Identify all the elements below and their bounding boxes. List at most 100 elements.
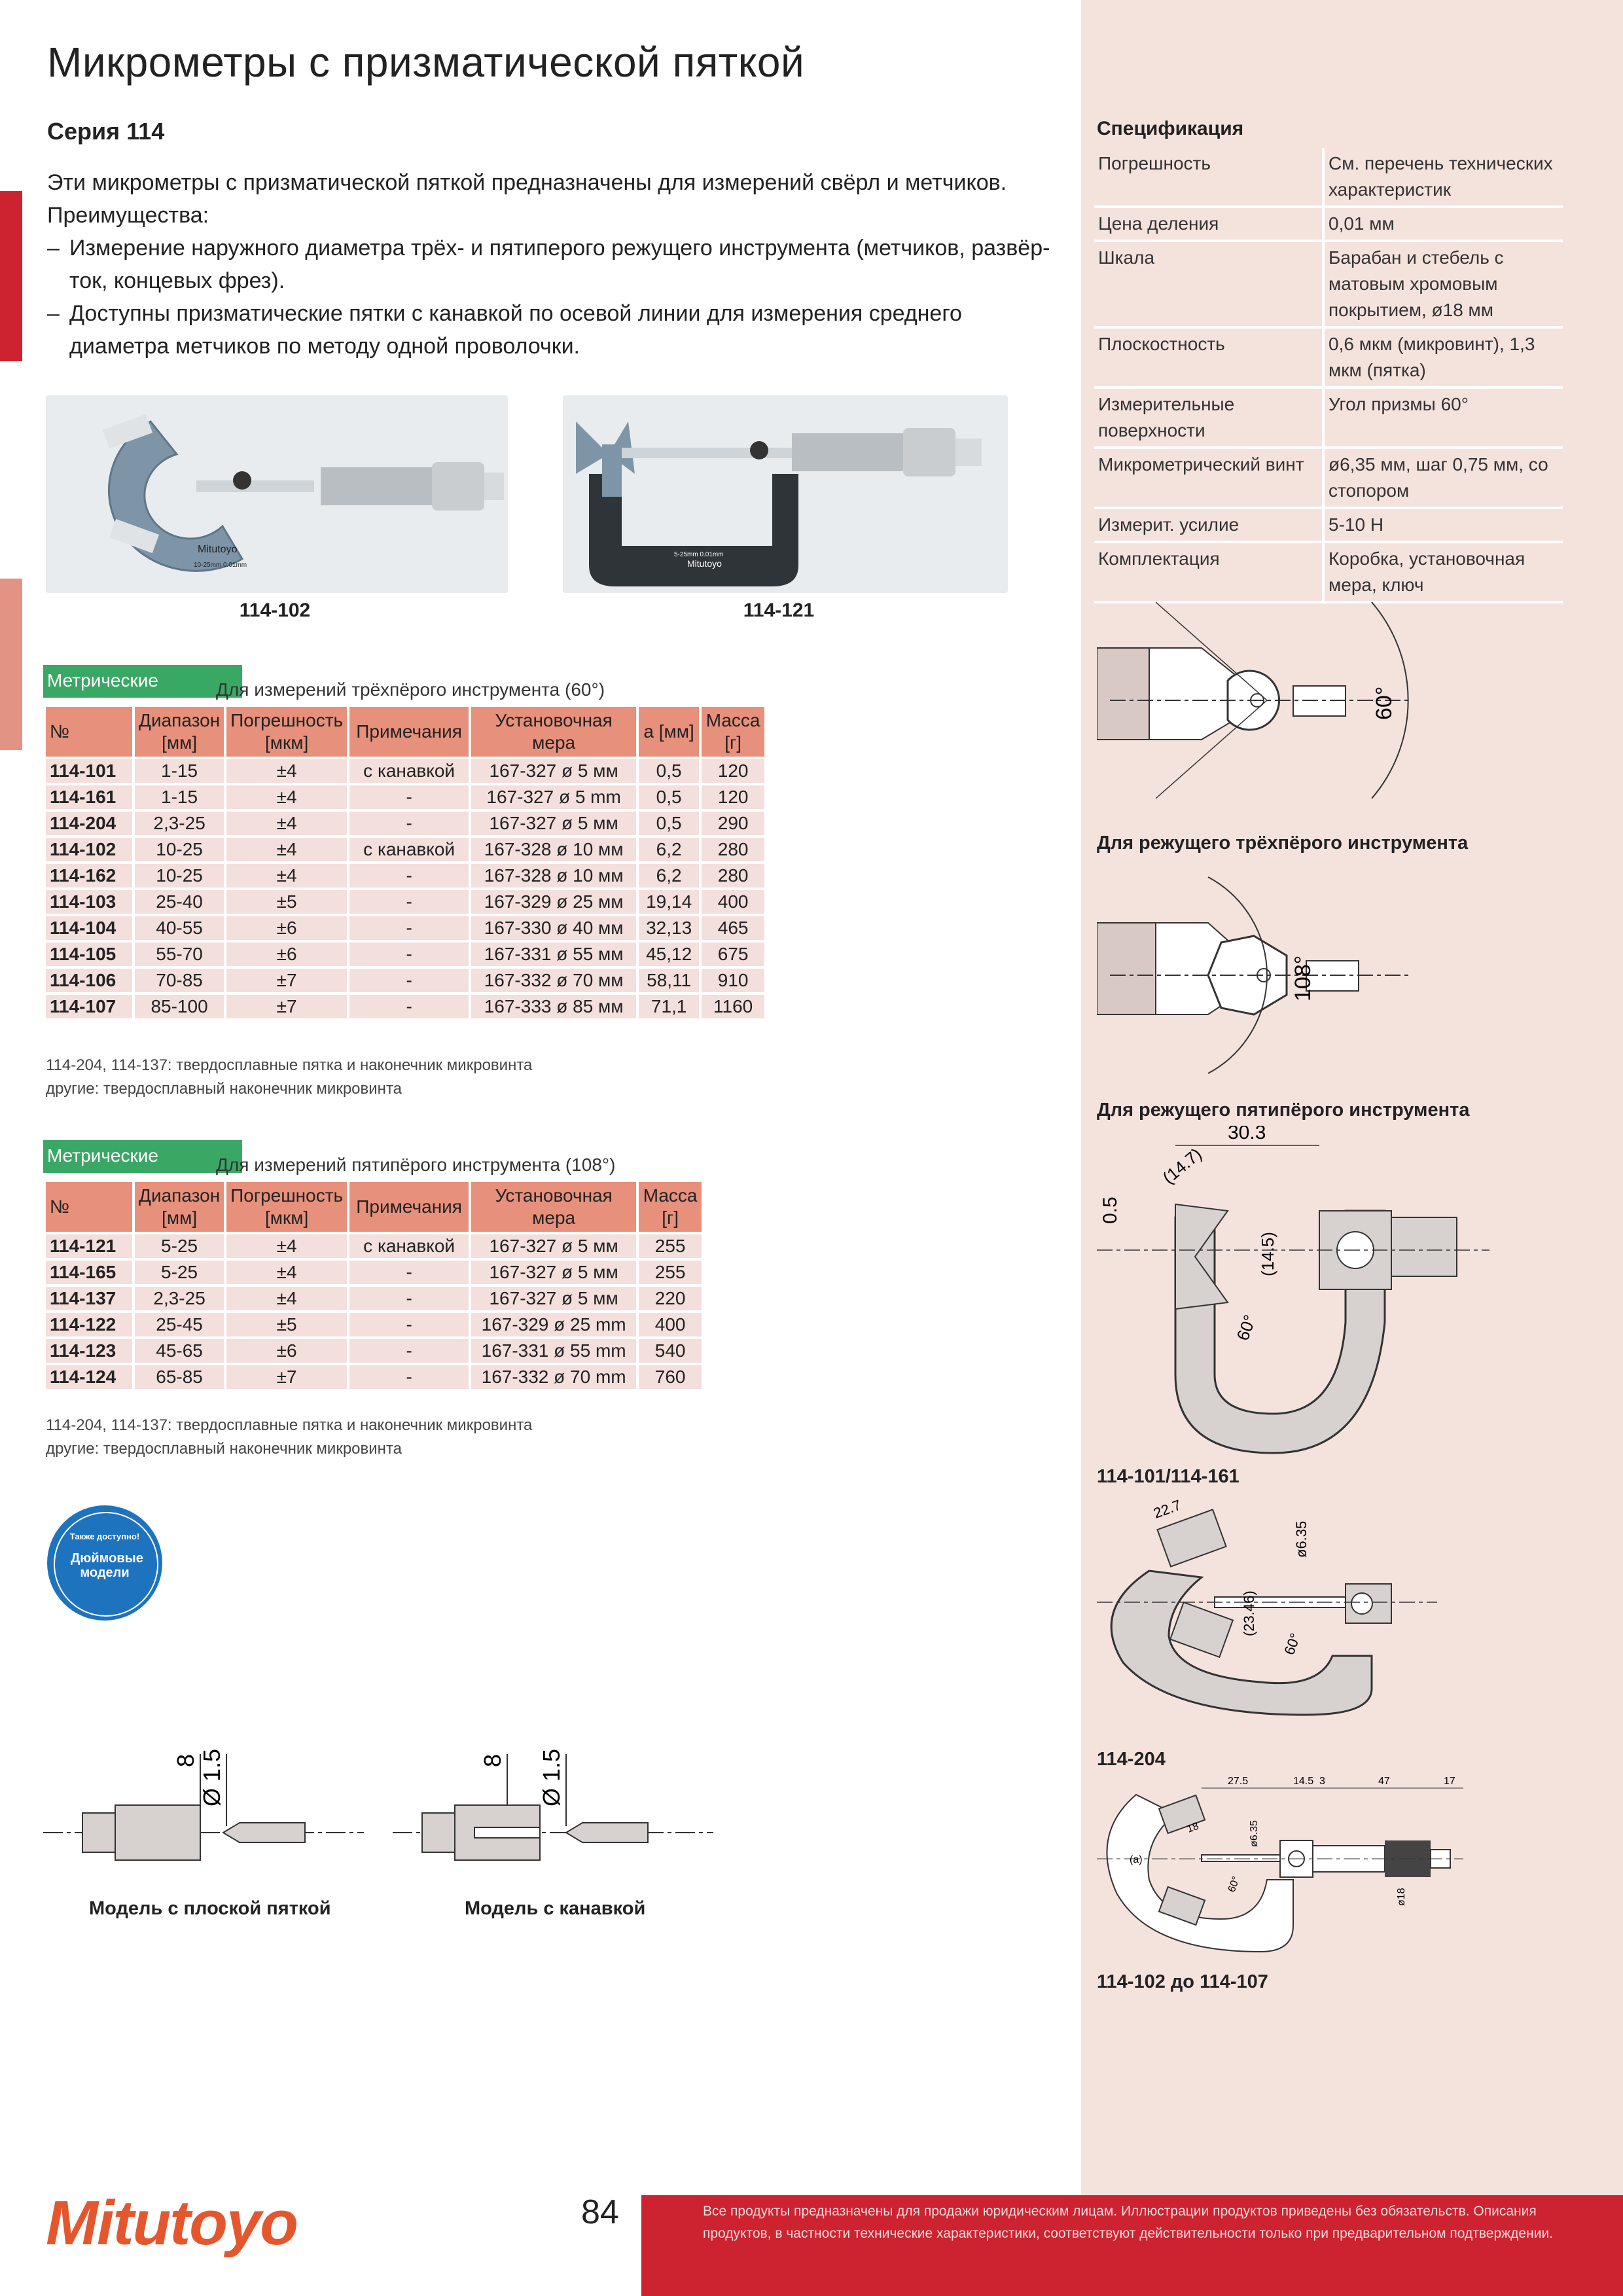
spec-value: Коробка, установочная мера, ключ	[1323, 542, 1563, 603]
table-cell: 167-327 ø 5 мм	[471, 759, 637, 783]
diagram-caption: 114-102 до 114-107	[1097, 1971, 1268, 1992]
table-cell: 675	[702, 942, 765, 966]
table-cell: ±4	[226, 1261, 348, 1284]
dim-label: 8	[479, 1754, 506, 1767]
table-cell: -	[349, 916, 469, 940]
diagram-caption: 114-204	[1097, 1749, 1166, 1770]
product-photo-114-121: Mitutoyo 5-25mm 0.01mm	[563, 395, 1008, 593]
table-cell: 114-102	[46, 838, 132, 861]
photo-range-text: 10-25mm 0.01mm	[194, 562, 247, 569]
dim-label: Ø 1.5	[198, 1749, 225, 1806]
table-cell: 5-25	[135, 1261, 224, 1284]
table-cell: 19,14	[639, 890, 700, 914]
table-cell: 167-328 ø 10 мм	[471, 864, 637, 888]
table-cell: 6,2	[639, 864, 700, 888]
photo-range-text: 5-25mm 0.01mm	[674, 551, 724, 558]
table-cell: 58,11	[639, 969, 700, 992]
spec-key: Комплектация	[1094, 542, 1325, 603]
table-cell: ±4	[226, 838, 348, 861]
col-header: a [мм]	[639, 707, 700, 757]
dim-label: 27.5	[1228, 1776, 1248, 1787]
table-cell: 114-137	[46, 1287, 132, 1310]
table-cell: ±5	[226, 1313, 348, 1336]
table-cell: 167-327 ø 5 mm	[471, 785, 637, 809]
tip-caption: Модель с канавкой	[465, 1898, 646, 1919]
table-cell: 167-327 ø 5 мм	[471, 812, 637, 835]
intro-advantages-label: Преимущества:	[47, 203, 209, 228]
table-cell: -	[349, 890, 469, 914]
spec-key: Измерительные поверхности	[1094, 387, 1325, 449]
spec-value: Барабан и стебель с матовым хромовым пок…	[1323, 241, 1563, 329]
table-cell: 280	[702, 838, 765, 861]
table-cell: 45-65	[135, 1339, 224, 1363]
table-cell: 167-329 ø 25 mm	[471, 1313, 637, 1336]
table-cell: 40-55	[135, 916, 224, 940]
spec-key: Плоскостность	[1094, 327, 1325, 389]
dim-label: Ø 1.5	[538, 1749, 565, 1806]
table-cell: ±4	[226, 785, 348, 809]
table-cell: ±6	[226, 916, 348, 940]
table-cell: 167-331 ø 55 мм	[471, 942, 637, 966]
table-cell: ±4	[226, 864, 348, 888]
table-cell: ±4	[226, 1234, 348, 1258]
table-cell: 114-105	[46, 942, 132, 966]
dim-label: 30.3	[1228, 1126, 1266, 1143]
metric-tag: Метрические	[43, 1140, 242, 1173]
accent-bar-salmon	[0, 579, 22, 750]
table-cell: 114-106	[46, 969, 132, 992]
table-cell: 114-162	[46, 864, 132, 888]
table-cell: 400	[639, 1313, 702, 1336]
dim-label: 22.7	[1151, 1497, 1183, 1522]
table-cell: 114-124	[46, 1365, 132, 1389]
table-cell: 71,1	[639, 995, 700, 1018]
dim-label: (23.46)	[1241, 1590, 1257, 1636]
table-cell: 10-25	[135, 838, 224, 861]
table-cell: ±6	[226, 942, 348, 966]
table-cell: 910	[702, 969, 765, 992]
table-cell: с канавкой	[349, 1234, 469, 1258]
spec-key: Погрешность	[1094, 148, 1325, 208]
photo-brand-text: Mitutoyo	[687, 558, 722, 569]
dim-label: 60°	[1281, 1631, 1304, 1657]
product-photo-114-102: Mitutoyo 10-25mm 0.01mm	[46, 395, 508, 593]
intro-bullet: –Доступны призматические пятки с канавко…	[47, 297, 1055, 363]
table-cell: 0,5	[639, 812, 700, 835]
tip-caption: Модель с плоской пяткой	[89, 1898, 331, 1919]
table-cell: 400	[702, 890, 765, 914]
brand-logo: Mitutoyo	[46, 2188, 298, 2258]
table-cell: -	[349, 864, 469, 888]
table-cell: 540	[639, 1339, 702, 1363]
table-cell: ±4	[226, 1287, 348, 1310]
bullet-text: Измерение наружного диаметра трёх- и пят…	[69, 236, 1050, 293]
dim-label: (a)	[1130, 1854, 1143, 1865]
table-cell: 167-327 ø 5 мм	[471, 1287, 637, 1310]
table-cell: -	[349, 1287, 469, 1310]
table-cell: ±4	[226, 812, 348, 835]
photo-caption: 114-121	[743, 600, 815, 621]
table-cell: 167-333 ø 85 мм	[471, 995, 637, 1018]
table-cell: -	[349, 1339, 469, 1363]
table-cell: 25-45	[135, 1313, 224, 1336]
spec-value: Угол призмы 60°	[1323, 387, 1563, 449]
dim-label: ø6.35	[1293, 1521, 1310, 1558]
table-cell: -	[349, 995, 469, 1018]
table-note: 114-204, 114-137: твердосплавные пятка и…	[46, 1416, 533, 1434]
spec-title: Спецификация	[1097, 118, 1244, 139]
spec-value: ø6,35 мм, шаг 0,75 мм, со стопором	[1323, 448, 1563, 509]
inch-models-badge[interactable]: Также доступно! Дюймовые модели	[47, 1505, 162, 1621]
table-cell: -	[349, 969, 469, 992]
dim-label: (14.5)	[1258, 1232, 1277, 1276]
table-cell: 65-85	[135, 1365, 224, 1389]
table-cell: 114-161	[46, 785, 132, 809]
diagram-five-flute: 108°	[1096, 864, 1489, 1086]
table-cell: с канавкой	[349, 759, 469, 783]
